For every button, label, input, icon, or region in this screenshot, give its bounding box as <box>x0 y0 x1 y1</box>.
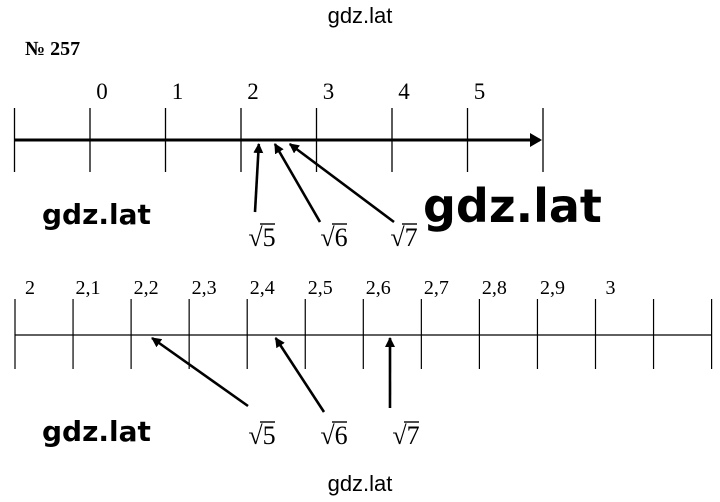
line2-tick-label: 2,5 <box>308 277 333 299</box>
line2-tick-label: 2,8 <box>482 277 507 299</box>
watermark-top: gdz.lat <box>328 3 393 28</box>
line1-tick-label: 0 <box>96 79 108 104</box>
line2-tick-label: 2,6 <box>366 277 391 299</box>
line2-tick-label: 2,3 <box>192 277 217 299</box>
number-line-1-ticks: 0 1 2 3 4 5 <box>15 79 544 172</box>
line2-tick-label: 3 <box>606 277 616 299</box>
line1-tick-label: 5 <box>474 79 486 104</box>
line2-tick-label: 2,9 <box>540 277 565 299</box>
line2-mark-label: √7 <box>392 421 419 450</box>
line2-tick-label: 2,1 <box>76 277 101 299</box>
line2-tick-label: 2 <box>25 277 35 299</box>
watermark-mid-right: gdz.lat <box>423 179 602 233</box>
watermark-mid-left: gdz.lat <box>42 198 151 231</box>
line1-tick-label: 1 <box>172 79 184 104</box>
line2-tick-label: 2,4 <box>250 277 275 299</box>
line2-mark-label: √5 <box>248 421 275 450</box>
line2-tick-label: 2,2 <box>134 277 159 299</box>
problem-number: № 257 <box>25 38 80 60</box>
number-line-2-ticks: 2 2,1 2,2 2,3 2,4 2,5 2,6 2,7 2,8 2,9 3 <box>15 277 712 369</box>
line1-mark-label: √5 <box>248 223 275 252</box>
line2-tick-label: 2,7 <box>424 277 449 299</box>
line1-mark-arrow <box>255 144 259 212</box>
line1-tick-label: 2 <box>247 79 259 104</box>
line1-tick-label: 4 <box>398 79 410 104</box>
line1-mark-arrow <box>275 144 320 222</box>
line1-tick-label: 3 <box>323 79 335 104</box>
line1-mark-label: √6 <box>320 223 347 252</box>
watermark-lower-left: gdz.lat <box>42 415 151 448</box>
line2-mark-arrow <box>276 338 324 412</box>
line2-mark-label: √6 <box>320 421 347 450</box>
line1-mark-arrow <box>290 144 394 222</box>
watermark-bottom: gdz.lat <box>328 471 393 496</box>
line2-mark-arrow <box>152 338 248 406</box>
number-line-2-marks: √5 √6 √7 <box>152 338 420 450</box>
line1-mark-label: √7 <box>390 223 417 252</box>
